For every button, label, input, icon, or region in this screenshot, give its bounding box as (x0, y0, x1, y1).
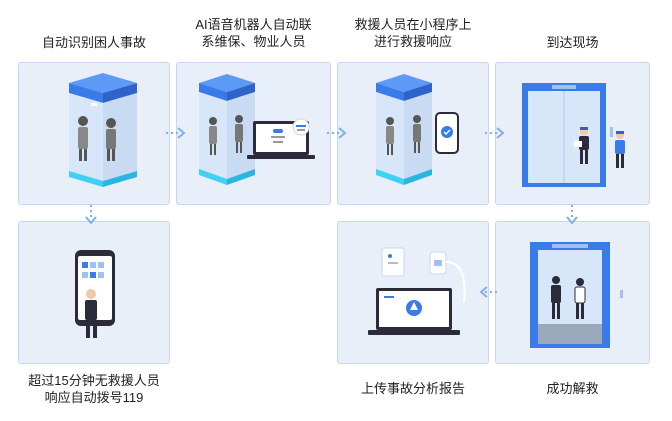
step-4-label: 到达现场 (546, 35, 599, 50)
step-1-label: 自动识别困人事故 (41, 35, 146, 50)
step-3-card (337, 62, 489, 205)
elevator-laptop-illustration (199, 74, 315, 185)
arrow-1-to-2 (166, 127, 186, 139)
step-1-card (18, 62, 170, 205)
step-7-label: 成功解救 (546, 381, 599, 396)
report-upload-illustration (368, 247, 466, 335)
step-6-label: 上传事故分析报告 (360, 381, 465, 396)
step-3-label: 救援人员在小程序上 进行救援响应 (354, 17, 472, 49)
arrow-7-to-6 (479, 286, 499, 298)
step-7-card (495, 221, 650, 364)
rescued-illustration (530, 242, 623, 348)
step-5-card (18, 221, 170, 364)
arrow-2-to-3 (327, 127, 347, 139)
step-4-card (495, 62, 650, 205)
elevator-trapped-illustration (69, 73, 137, 187)
rescuers-arrive-illustration (522, 83, 625, 187)
step-2-card (176, 62, 331, 205)
step-6-card (337, 221, 489, 364)
step-2-label: AI语音机器人自动联 系维保、物业人员 (195, 17, 312, 49)
arrow-4-to-7 (566, 205, 578, 225)
phone-call-illustration (75, 250, 115, 338)
step-5-label: 超过15分钟无救援人员 响应自动拨号119 (28, 373, 160, 405)
elevator-phone-illustration (376, 74, 459, 185)
arrow-3-to-4 (485, 127, 505, 139)
arrow-1-to-5 (85, 205, 97, 225)
